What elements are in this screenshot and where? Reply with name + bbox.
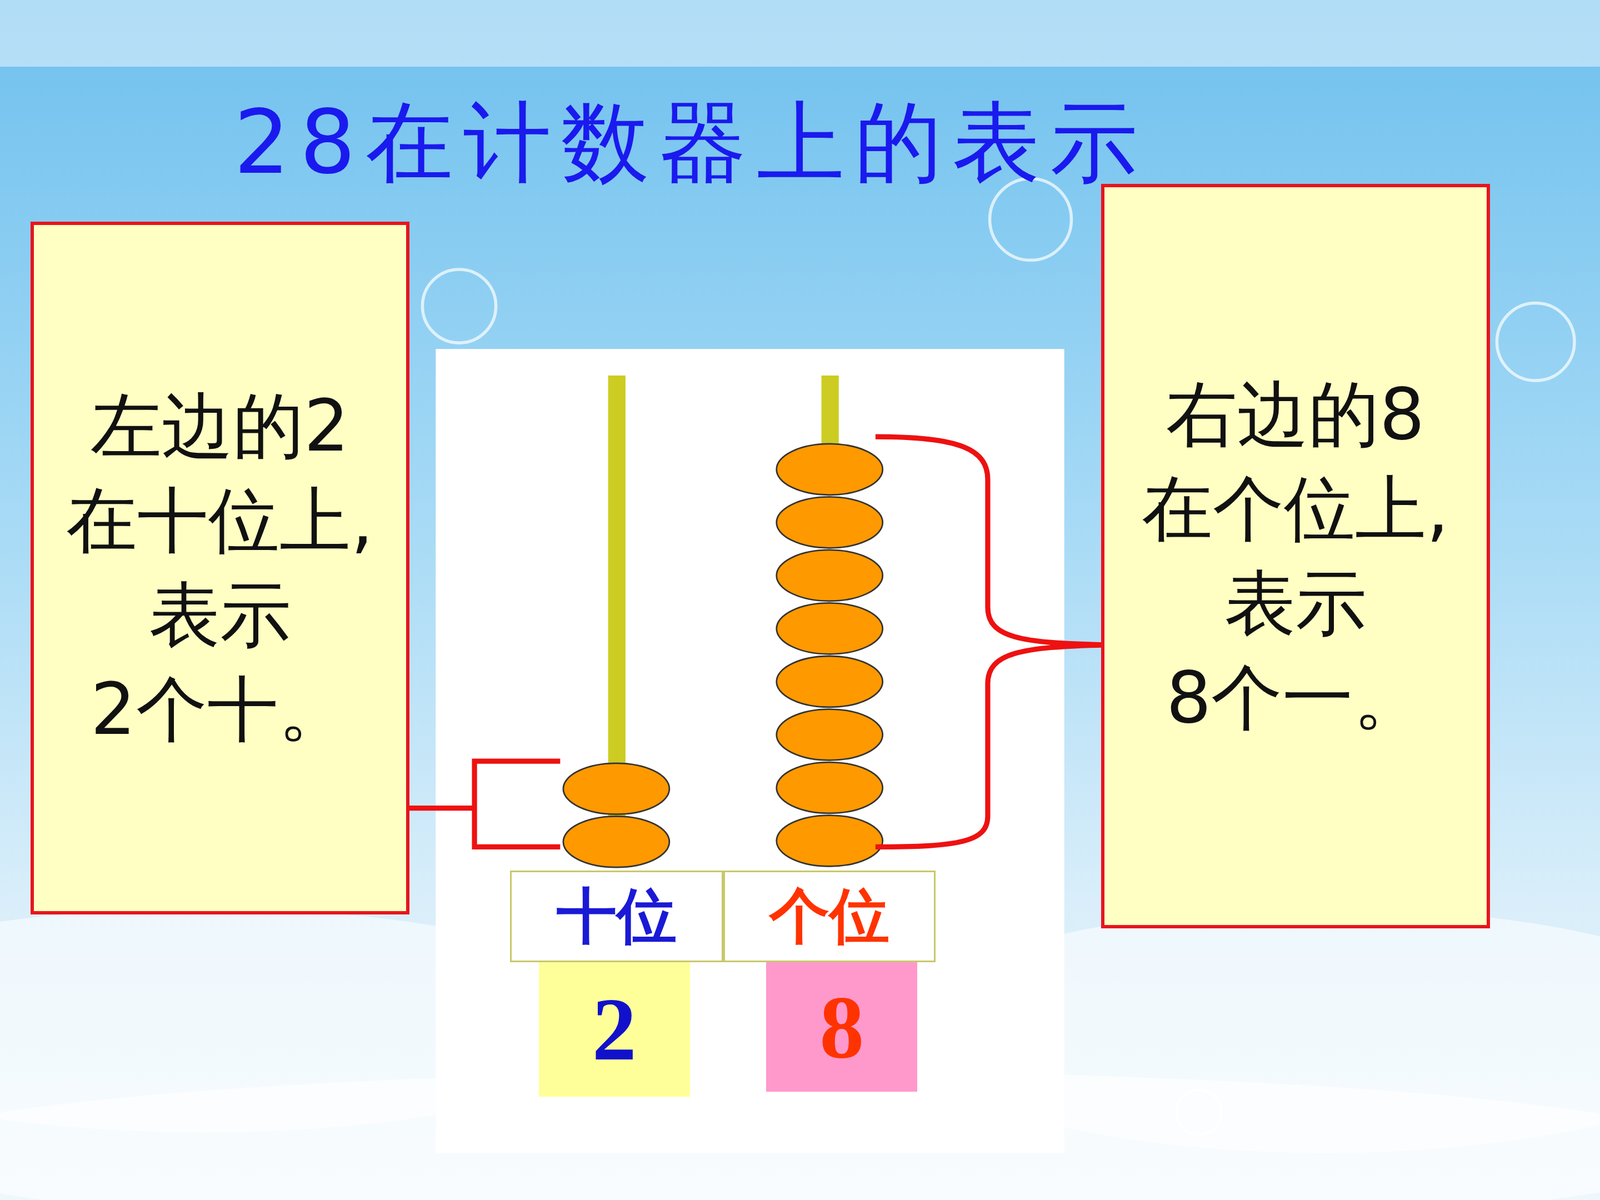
ones-bead [776,815,883,867]
bubble [1496,302,1575,381]
callout-text: 右边的8 在个位上, 表示 8个一。 [1128,367,1463,746]
decoration [0,178,1600,1200]
ones-bead [776,496,883,548]
ones-bead [776,602,883,654]
ones-bead [776,709,883,761]
tens-rod [608,375,626,817]
bubble [422,269,496,343]
digit-text: 2 [592,980,637,1079]
ones-bead [776,443,883,495]
digit-box: 8 [766,962,918,1092]
place-label-cell: 十位 [510,870,724,963]
slide-title: 28在计数器上的表示 [0,90,1382,196]
tens-bead [563,763,670,815]
ones-bead [776,762,883,814]
counter-panel [435,348,1064,1153]
place-label: 个位 [769,883,890,950]
ones-bead [776,656,883,708]
callout-text: 左边的2 在十位上, 表示 2个十。 [53,378,387,758]
beads [563,443,883,868]
place-label: 十位 [556,883,677,950]
top-band [0,0,1600,67]
ones-callout-box: 右边的8 在个位上, 表示 8个一。 [1101,183,1490,929]
digit-text: 8 [819,978,864,1077]
tens-callout-box: 左边的2 在十位上, 表示 2个十。 [30,221,409,915]
digit-box: 2 [538,962,690,1097]
place-label-cell: 个位 [723,870,936,963]
bubble [1176,1090,1222,1135]
tens-bead [563,816,670,868]
ones-bracket [875,436,1105,847]
ones-bead [776,550,883,602]
